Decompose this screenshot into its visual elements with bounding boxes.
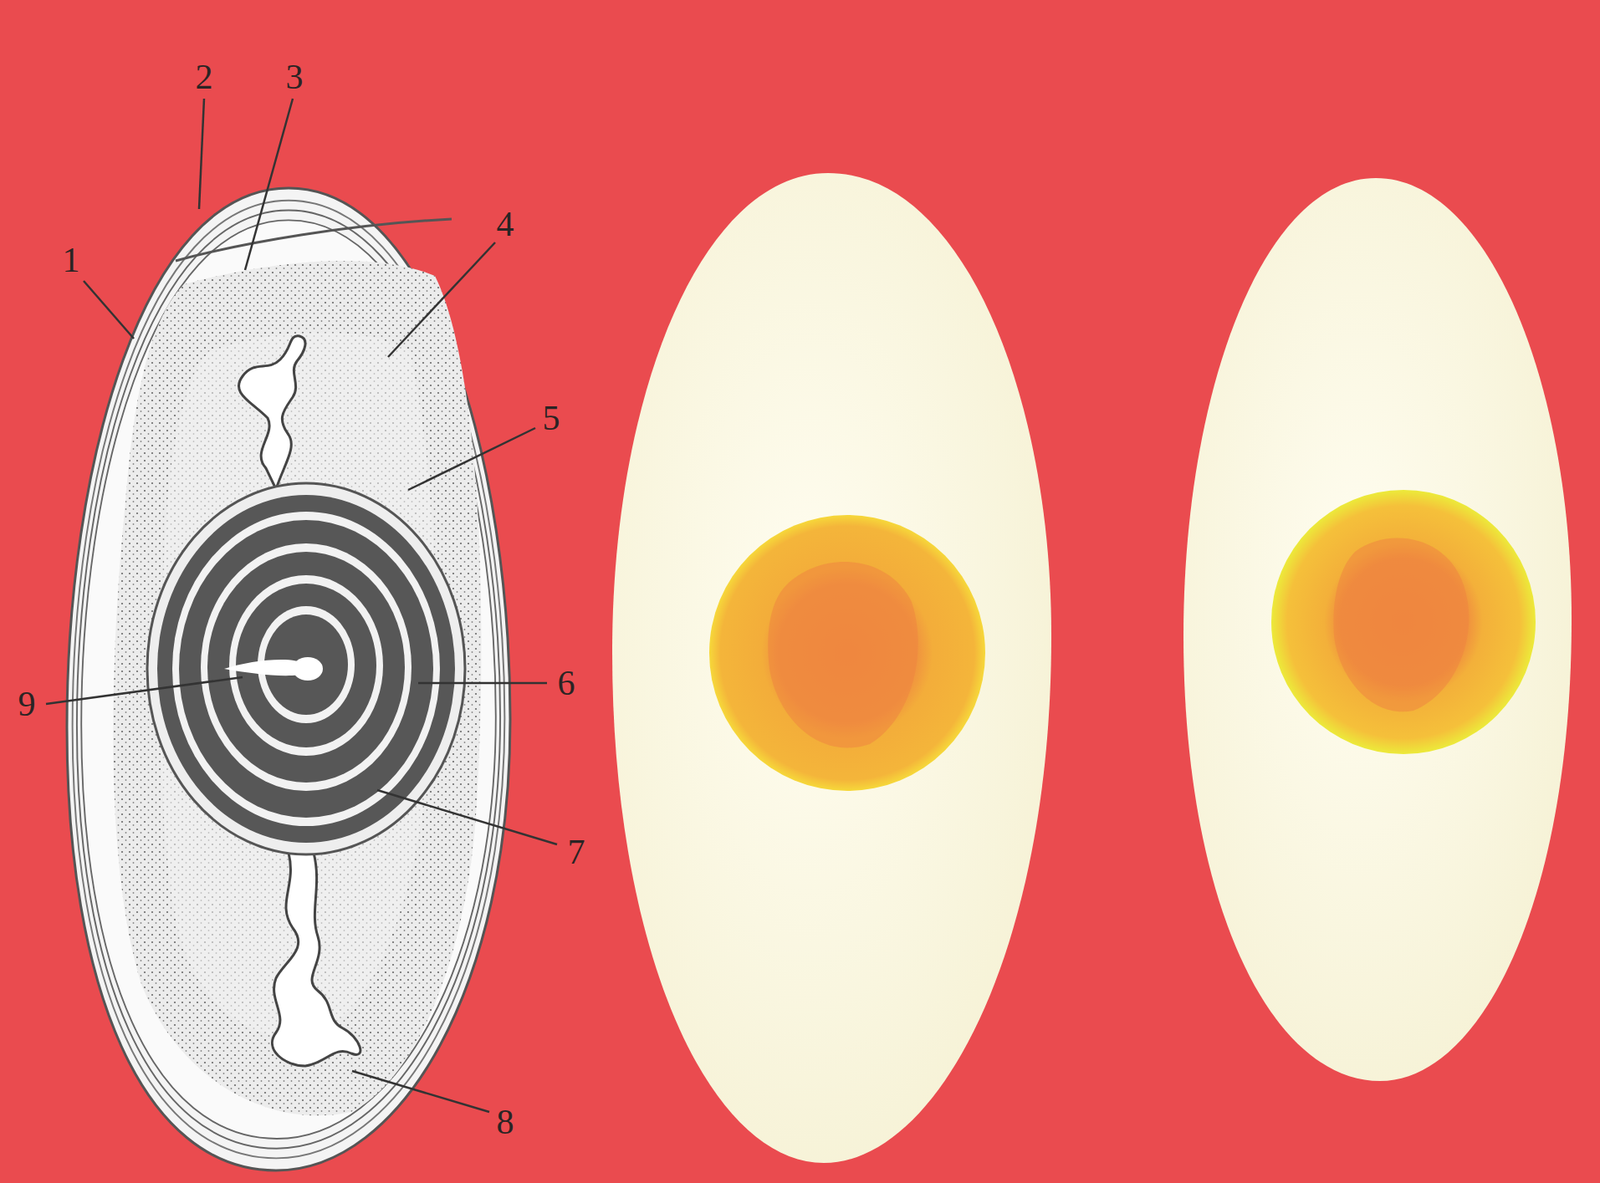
callout-number: 2 (195, 59, 214, 95)
callout-number: 7 (567, 834, 586, 870)
callout-number: 1 (62, 242, 81, 278)
leader-lines (46, 98, 558, 1113)
callout-number: 4 (496, 206, 515, 242)
callout-number: 6 (557, 665, 576, 701)
callout-number: 3 (286, 59, 304, 95)
callout-number: 8 (496, 1104, 515, 1140)
boiled-egg-photo (1183, 178, 1572, 1082)
egg-section-diagram (66, 188, 511, 1171)
callout-number: 9 (18, 686, 36, 722)
callout-number: 5 (542, 400, 561, 436)
boiled-egg-photo (612, 173, 1052, 1164)
